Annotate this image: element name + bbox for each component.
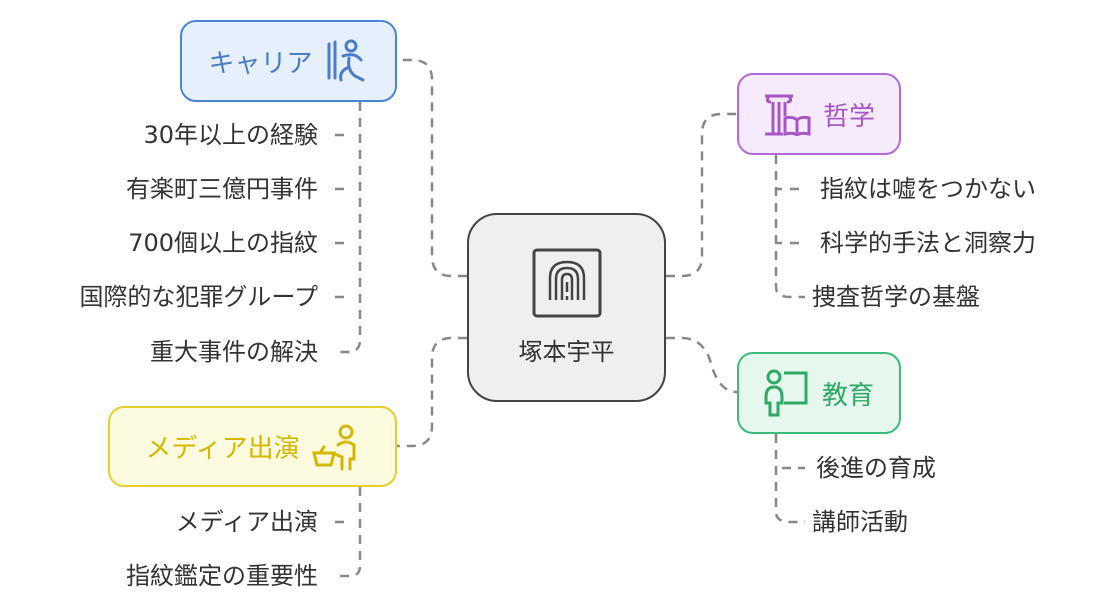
education-item: 講師活動 xyxy=(812,508,908,536)
fingerprint-icon xyxy=(532,248,601,318)
central-node[interactable]: 塚本宇平 xyxy=(467,213,666,402)
career-item: 有楽町三億円事件 xyxy=(126,175,318,203)
column-book-icon xyxy=(764,94,811,136)
media-item: メディア出演 xyxy=(175,508,318,536)
career-item: 国際的な犯罪グループ xyxy=(79,283,318,311)
career-label: キャリア xyxy=(208,48,313,79)
central-title: 塚本宇平 xyxy=(518,338,615,366)
philosophy-node[interactable]: 哲学 xyxy=(737,73,901,155)
climbing-person-icon xyxy=(327,39,364,82)
education-label: 教育 xyxy=(821,380,874,411)
career-item: 重大事件の解決 xyxy=(150,338,318,366)
education-node[interactable]: 教育 xyxy=(737,352,901,434)
media-node[interactable]: メディア出演 xyxy=(108,406,397,487)
education-item: 後進の育成 xyxy=(816,454,936,482)
media-item: 指紋鑑定の重要性 xyxy=(126,562,318,590)
philosophy-item: 科学的手法と洞察力 xyxy=(820,229,1036,257)
philosophy-item: 指紋は嘘をつかない xyxy=(820,175,1036,203)
philosophy-item: 捜査哲学の基盤 xyxy=(812,283,980,311)
career-node[interactable]: キャリア xyxy=(180,20,397,102)
teacher-board-icon xyxy=(764,369,808,417)
shopper-basket-icon xyxy=(311,424,356,470)
career-item: 30年以上の経験 xyxy=(143,121,318,149)
career-item: 700個以上の指紋 xyxy=(128,229,318,257)
philosophy-label: 哲学 xyxy=(822,101,875,132)
media-label: メディア出演 xyxy=(145,434,300,464)
